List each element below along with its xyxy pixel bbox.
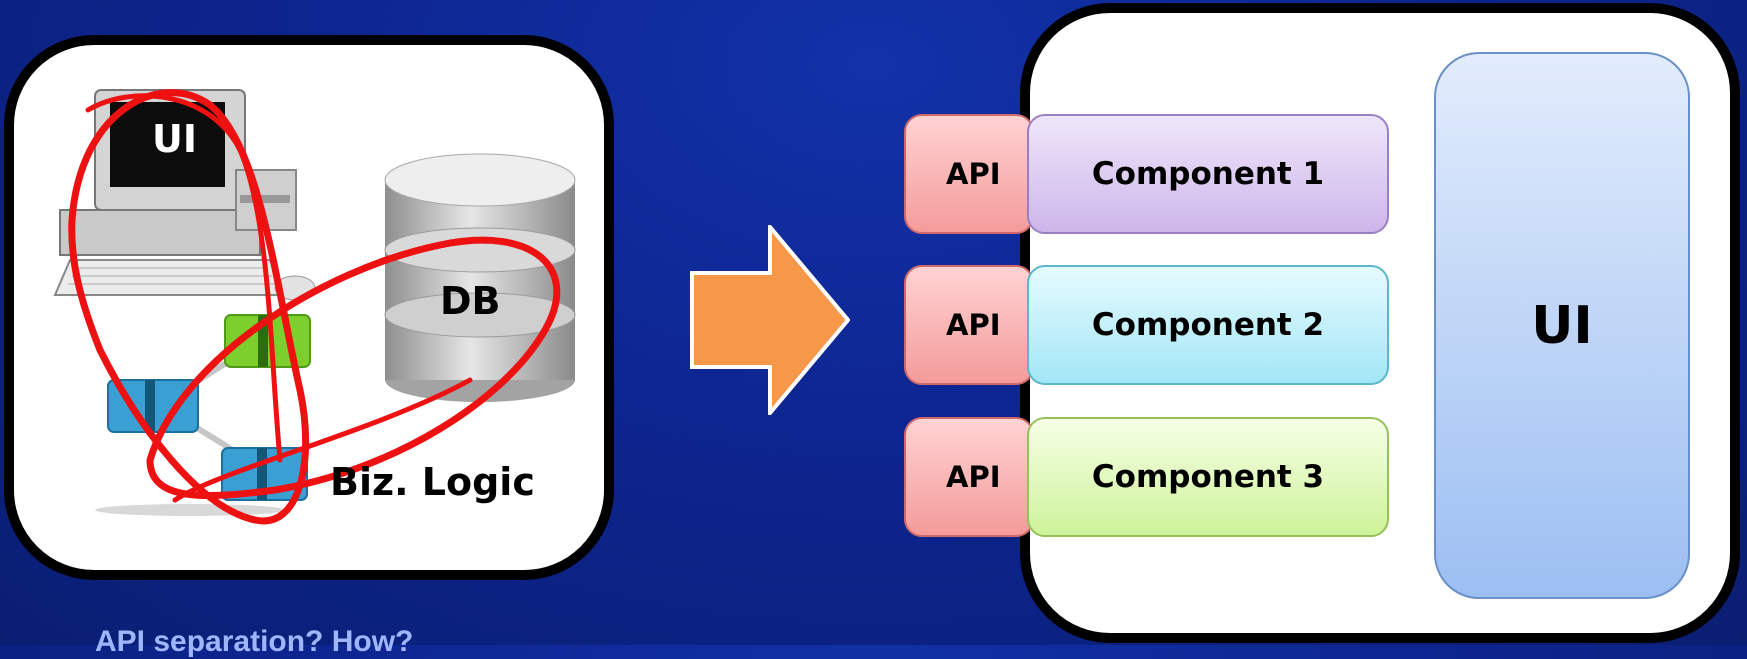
component-box-1: Component 1 <box>1027 114 1389 234</box>
api-box-2: API <box>904 265 1034 385</box>
ui-box: UI <box>1434 52 1690 599</box>
db-label: DB <box>440 279 501 323</box>
database-icon <box>384 153 576 402</box>
api-box-3: API <box>904 417 1034 537</box>
biz-logic-label: Biz. Logic <box>330 460 535 504</box>
scribble-overlay <box>68 89 561 525</box>
arrow-right-icon <box>690 225 850 415</box>
monolith-illustration <box>53 89 576 525</box>
component-box-3: Component 3 <box>1027 417 1389 537</box>
ui-label: UI <box>152 117 197 161</box>
component-box-2: Component 2 <box>1027 265 1389 385</box>
caption: API separation? How? <box>95 625 414 658</box>
api-box-1: API <box>904 114 1034 234</box>
